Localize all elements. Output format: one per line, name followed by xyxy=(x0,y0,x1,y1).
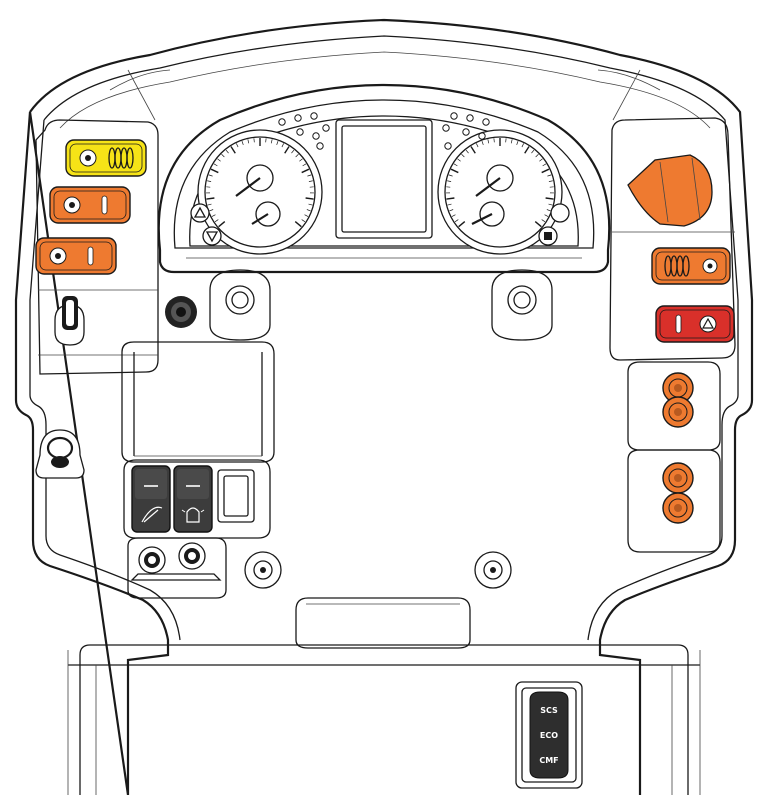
left-switch-2[interactable] xyxy=(49,186,131,224)
left-switch-panel xyxy=(35,119,159,375)
left-mount-boss xyxy=(209,269,271,341)
dashboard-outline xyxy=(14,18,754,795)
left-switch-1[interactable] xyxy=(65,139,147,177)
right-switch-1[interactable] xyxy=(651,247,731,285)
rocker-switch-bank xyxy=(123,459,271,539)
lower-socket-bank xyxy=(127,537,227,599)
right-switch-2[interactable] xyxy=(655,305,735,343)
round-button-4[interactable] xyxy=(662,492,694,524)
tachometer-gauge xyxy=(437,129,563,255)
left-switch-3[interactable] xyxy=(35,237,117,275)
screw-boss-left xyxy=(244,551,282,589)
drive-mode-switch[interactable]: SCS ECO CMF xyxy=(515,681,583,789)
warning-lamp-row xyxy=(278,112,490,150)
gear-icon xyxy=(63,196,81,214)
lower-cowl xyxy=(79,644,689,795)
wiper-icon xyxy=(141,506,163,523)
blank-switch-slot xyxy=(217,469,255,523)
mode-label-eco: ECO xyxy=(540,731,558,740)
usb-socket-right[interactable] xyxy=(178,542,206,570)
diagnostic-port[interactable] xyxy=(35,429,85,479)
right-button-module-lower xyxy=(627,449,721,553)
hazard-triangle-icon xyxy=(699,315,717,333)
dashboard-inner-outline xyxy=(29,35,739,641)
beacon-icon xyxy=(181,507,205,523)
rocker-switch-2[interactable] xyxy=(173,465,213,533)
right-button-module-upper xyxy=(627,361,721,451)
parking-brake-icon xyxy=(702,258,718,274)
round-button-3[interactable] xyxy=(662,462,694,494)
right-mount-boss xyxy=(491,269,553,341)
ignition-key-icon[interactable] xyxy=(54,296,85,346)
center-blank-plate xyxy=(295,597,471,649)
seat-icon xyxy=(49,247,67,265)
camera-icon xyxy=(79,149,97,167)
power-socket[interactable] xyxy=(165,296,197,328)
mode-label-scs: SCS xyxy=(540,706,558,715)
right-switch-panel xyxy=(609,117,736,361)
rotary-knob-icon[interactable] xyxy=(627,154,713,227)
rocker-switch-1[interactable] xyxy=(131,465,171,533)
storage-tray xyxy=(121,341,275,463)
usb-socket-left[interactable] xyxy=(138,546,166,574)
cluster-ok-button[interactable] xyxy=(550,203,570,223)
screw-boss-right xyxy=(474,551,512,589)
speedometer-gauge xyxy=(197,129,323,255)
mode-label-cmf: CMF xyxy=(539,756,558,765)
center-display xyxy=(335,119,433,239)
instrument-cluster-hood xyxy=(157,83,611,274)
round-button-2[interactable] xyxy=(662,396,694,428)
